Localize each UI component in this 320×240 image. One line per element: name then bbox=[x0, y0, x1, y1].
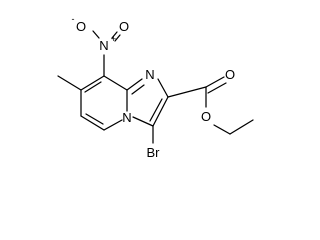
bond-c6-c5-double bbox=[85, 113, 104, 125]
atom-label-group: O - N + O N N O O Br bbox=[72, 14, 236, 160]
bond-c5-n4 bbox=[103, 119, 123, 131]
ester-oxygen-label: O bbox=[201, 109, 211, 124]
bond-ester-o-ch2 bbox=[213, 124, 231, 135]
bond-carbonyl-c-o bbox=[205, 76, 225, 88]
bond-n1-c2 bbox=[157, 78, 169, 98]
bond-c3-n4 bbox=[132, 116, 154, 127]
bond-c7-methyl bbox=[57, 75, 82, 91]
nitro-oxygen-minus-label: O bbox=[76, 19, 86, 34]
nitro-nitrogen-charge: + bbox=[111, 34, 116, 44]
bond-c8-c8a bbox=[103, 75, 128, 91]
bond-c8a-n1-double bbox=[131, 84, 145, 95]
bond-c8-c7-double bbox=[84, 81, 102, 93]
imidazole-nitrogen-label: N bbox=[145, 67, 154, 82]
bond-nitro-n-o-double bbox=[114, 34, 121, 42]
bond-c6-c5 bbox=[80, 115, 105, 131]
bromine-label: Br bbox=[147, 145, 161, 160]
bond-c2-c3 bbox=[152, 96, 169, 127]
nitro-nitrogen-label: N bbox=[99, 38, 108, 53]
nitro-oxygen-label: O bbox=[119, 19, 129, 34]
bond-c2-carbonyl-c bbox=[167, 86, 207, 98]
nitro-oxygen-charge: - bbox=[72, 14, 75, 24]
bond-nitro-n-o-minus bbox=[92, 30, 100, 39]
carbonyl-oxygen-label: O bbox=[225, 67, 235, 82]
molecule-canvas: O - N + O N N O O Br bbox=[57, 14, 254, 160]
bridgehead-nitrogen-label: N bbox=[122, 110, 131, 125]
bond-c8a-n1 bbox=[126, 78, 143, 91]
bond-carbonyl-c-o-double bbox=[207, 82, 227, 94]
molecule-structure: O - N + O N N O O Br bbox=[57, 14, 254, 160]
bond-c8-c7 bbox=[80, 75, 105, 91]
bond-group bbox=[57, 30, 254, 144]
bond-ch2-ch3 bbox=[229, 119, 254, 135]
bond-nitro-n-o bbox=[111, 31, 118, 39]
bond-c2-c3-double bbox=[149, 98, 163, 122]
